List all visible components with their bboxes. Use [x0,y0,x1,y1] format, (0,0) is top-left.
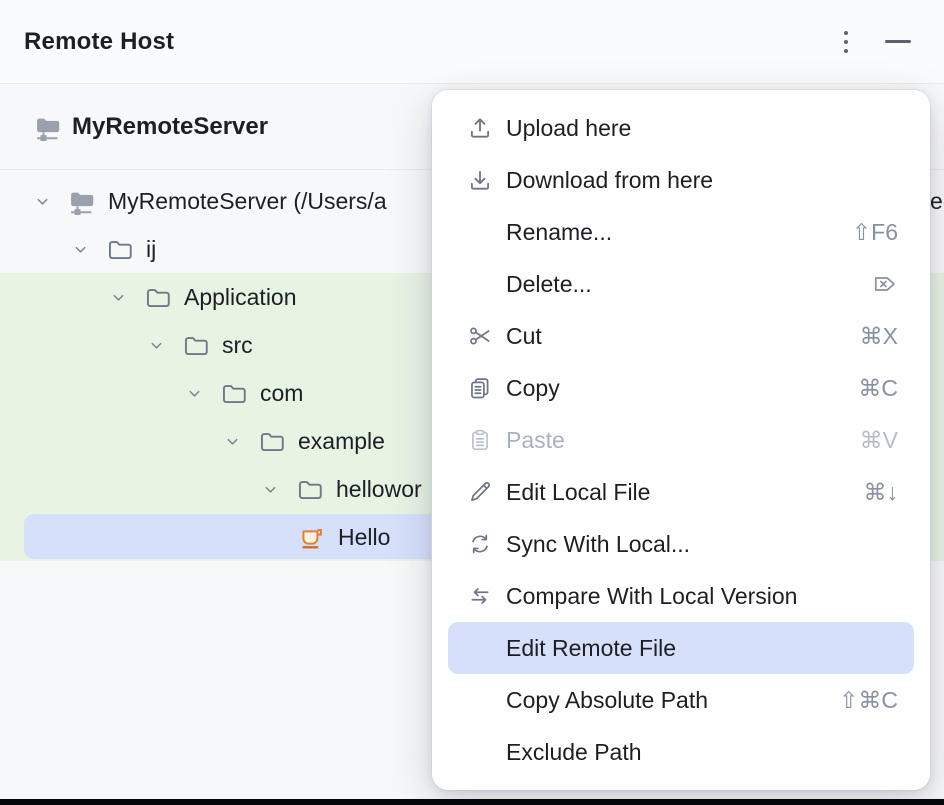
menu-item-delete[interactable]: Delete... [448,258,914,310]
download-icon [466,166,494,194]
chevron-down-icon[interactable] [258,482,282,497]
menu-item-copy[interactable]: Copy ⌘C [448,362,914,414]
bottom-window-edge [0,799,944,805]
menu-item-label: Compare With Local Version [506,582,798,609]
tree-row-folder-application[interactable]: Application [0,273,944,321]
menu-item-label: Exclude Path [506,738,642,765]
menu-item-label: Upload here [506,114,632,141]
kebab-dots [844,30,848,53]
server-bar-label: MyRemoteServer [72,113,269,140]
tree-row-java-file-hello[interactable]: Hello [0,513,944,561]
tree-row-label: Application [184,283,297,310]
menu-item-cut[interactable]: Cut ⌘X [448,310,914,362]
menu-item-label: Edit Local File [506,478,651,505]
chevron-down-icon[interactable] [68,242,92,257]
folder-icon [142,282,172,312]
chevron-down-icon[interactable] [182,386,206,401]
menu-item-label: Cut [506,322,542,349]
menu-item-shortcut: ⌘V [859,426,898,453]
tree-row-folder-src[interactable]: src [0,321,944,369]
minimize-icon[interactable] [880,24,916,60]
menu-item-label: Copy [506,374,560,401]
empty-icon-slot [466,270,494,298]
compare-arrows-icon [466,582,494,610]
menu-item-compare-with-local-version[interactable]: Compare With Local Version [448,570,914,622]
tree-row-label: MyRemoteServer (/Users/a [108,187,387,214]
empty-icon-slot [466,686,494,714]
copy-icon [466,374,494,402]
menu-item-label: Download from here [506,166,714,193]
folder-icon [294,474,324,504]
menu-item-exclude-path[interactable]: Exclude Path [448,726,914,778]
tree-row-label: ij [146,235,157,262]
menu-item-shortcut: ⇧⌘C [839,686,898,713]
menu-item-upload-here[interactable]: Upload here [448,102,914,154]
empty-icon-slot [466,738,494,766]
empty-icon-slot [466,634,494,662]
tool-window-header: Remote Host [0,0,944,84]
menu-item-shortcut [872,271,898,297]
tree-row-label: com [260,379,304,406]
page-title: Remote Host [24,27,175,55]
chevron-down-icon[interactable] [30,194,54,209]
tree-row-folder-helloworld[interactable]: hellowor [0,465,944,513]
menu-item-rename[interactable]: Rename... ⇧F6 [448,206,914,258]
delete-forward-icon [874,277,895,291]
chevron-down-icon[interactable] [144,338,168,353]
folder-icon [256,426,286,456]
menu-item-download-from-here[interactable]: Download from here [448,154,914,206]
menu-item-shortcut: ⌘X [859,322,898,349]
tree-row-folder-ij[interactable]: ij [0,225,944,273]
scissors-icon [466,322,494,350]
sync-icon [466,530,494,558]
menu-item-edit-remote-file[interactable]: Edit Remote File [448,622,914,674]
menu-item-copy-absolute-path[interactable]: Copy Absolute Path ⇧⌘C [448,674,914,726]
upload-icon [466,114,494,142]
clipboard-icon [466,426,494,454]
menu-item-shortcut: ⌘C [858,374,898,401]
menu-item-paste: Paste ⌘V [448,414,914,466]
java-class-icon [296,522,326,552]
menu-item-label: Delete... [506,270,592,297]
pencil-icon [466,478,494,506]
tree-row-label: src [222,331,253,358]
chevron-down-icon[interactable] [106,290,130,305]
folder-icon [218,378,248,408]
remote-server-icon [66,186,96,216]
menu-item-label: Copy Absolute Path [506,686,709,713]
folder-icon [180,330,210,360]
empty-icon-slot [466,218,494,246]
tree-row-label: example [298,427,385,454]
chevron-down-icon[interactable] [220,434,244,449]
menu-item-shortcut: ⌘↓ [863,478,899,505]
menu-item-label: Edit Remote File [506,634,677,661]
menu-item-shortcut: ⇧F6 [851,218,898,245]
folder-icon [104,234,134,264]
menu-item-sync-with-local[interactable]: Sync With Local... [448,518,914,570]
context-menu: Upload here Download from here Rename...… [432,90,930,790]
kebab-menu-icon[interactable] [828,24,864,60]
tree-row-server-root[interactable]: MyRemoteServer (/Users/a [0,177,944,225]
tree-row-label: hellowor [336,475,422,502]
minimize-dash [885,40,911,43]
tree-row-folder-com[interactable]: com [0,369,944,417]
tree-row-overflow-text: er [930,187,944,214]
tree-row-label: Hello [338,523,391,550]
menu-item-label: Sync With Local... [506,530,691,557]
menu-item-label: Paste [506,426,565,453]
menu-item-label: Rename... [506,218,613,245]
tree-row-folder-example[interactable]: example [0,417,944,465]
menu-item-edit-local-file[interactable]: Edit Local File ⌘↓ [448,466,914,518]
remote-server-icon [32,112,62,142]
